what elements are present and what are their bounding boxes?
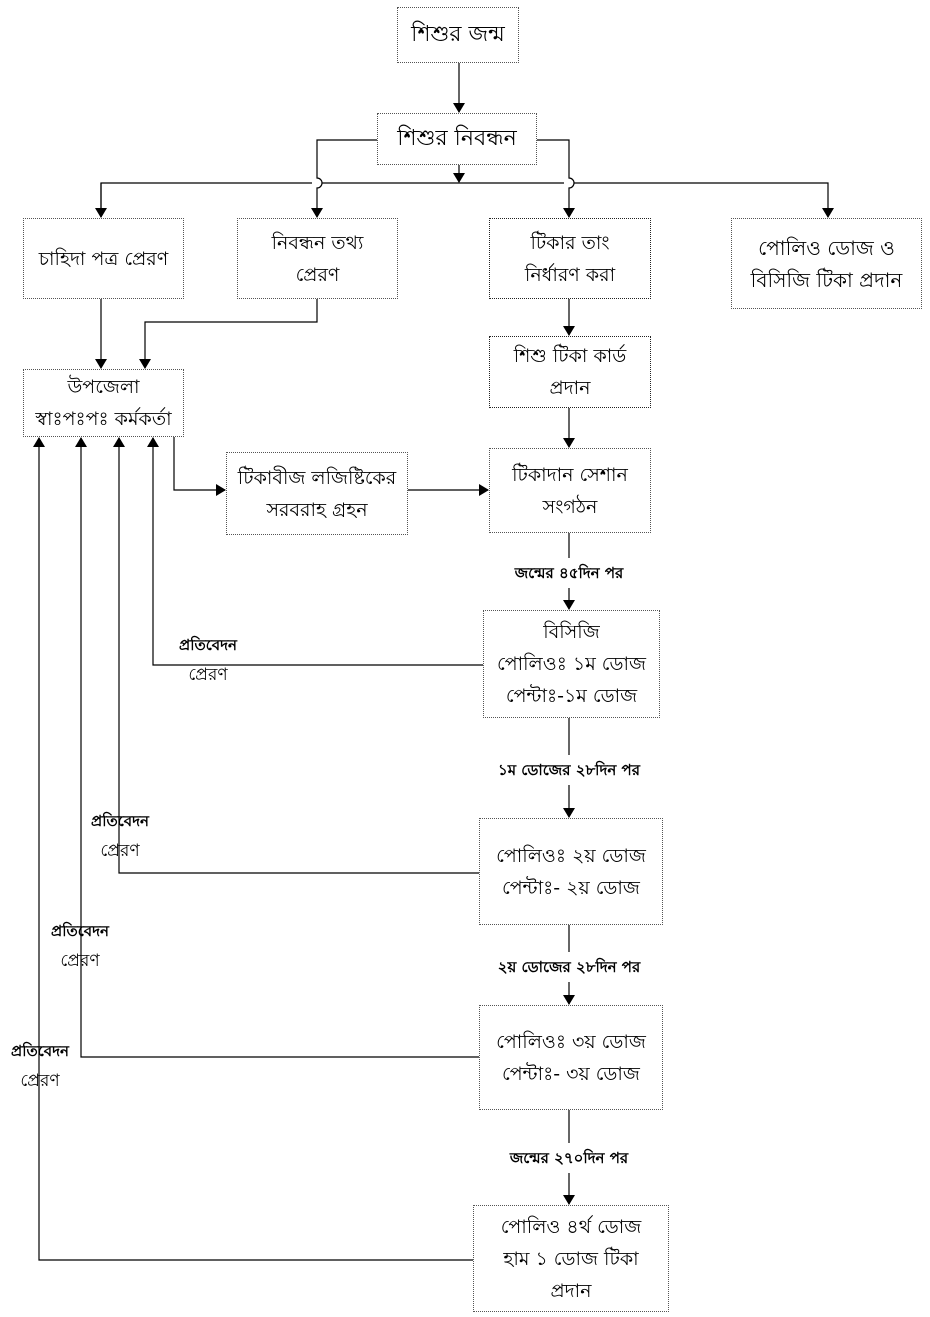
node-text: শিশু টিকা কার্ড: [513, 345, 627, 367]
node-text: পেন্টাঃ- ৩য় ডোজ: [502, 1062, 640, 1085]
node-polio-bcg: পোলিও ডোজ ও বিসিজি টিকা প্রদান: [731, 218, 922, 309]
report-label-text: প্রেরণ: [188, 665, 228, 685]
edge-label-after-dose2: ২য় ডোজের ২৮দিন পর: [474, 952, 664, 982]
node-text: পোলিও ৪র্থ ডোজ: [500, 1215, 642, 1238]
node-text: পেন্টাঃ-১ম ডোজ: [505, 685, 638, 707]
node-reg-info: নিবন্ধন তথ্য প্রেরণ: [237, 218, 398, 299]
node-dose3: পোলিওঃ ৩য় ডোজ পেন্টাঃ- ৩য় ডোজ: [479, 1005, 663, 1110]
node-text: নির্ধারণ করা: [524, 263, 616, 286]
node-text: হাম ১ ডোজ টিকা: [503, 1247, 639, 1270]
node-text: পোলিওঃ ২য় ডোজ: [496, 844, 646, 867]
node-text: টিকার তাং: [530, 231, 610, 254]
node-text: টিকাবীজ লজিষ্টিকের: [237, 466, 397, 489]
node-text: পোলিও ডোজ ও: [758, 235, 895, 260]
node-birth: শিশুর জন্ম: [397, 7, 519, 63]
node-text: পোলিওঃ ১ম ডোজ: [497, 653, 646, 675]
node-text: চাহিদা পত্র প্রেরণ: [38, 247, 169, 270]
report-label-text: প্রতিবেদন: [11, 1042, 69, 1060]
node-text: পেন্টাঃ- ২য় ডোজ: [502, 876, 640, 899]
node-text: উপজেলা: [67, 376, 140, 398]
node-text: সরবরাহ গ্রহন: [266, 498, 368, 521]
node-text: প্রদান: [550, 1279, 592, 1302]
report-label-text: প্রতিবেদন: [179, 636, 237, 654]
node-text: নিবন্ধন তথ্য: [271, 232, 364, 254]
report-label-1: প্রতিবেদন প্রেরণ: [168, 630, 248, 690]
edge-label-after-dose1: ১ম ডোজের ২৮দিন পর: [474, 755, 664, 785]
node-dose2: পোলিওঃ ২য় ডোজ পেন্টাঃ- ২য় ডোজ: [479, 818, 663, 925]
node-session: টিকাদান সেশান সংগঠন: [489, 448, 651, 533]
node-dose1: বিসিজি পোলিওঃ ১ম ডোজ পেন্টাঃ-১ম ডোজ: [483, 610, 660, 718]
node-demand-letter: চাহিদা পত্র প্রেরণ: [23, 218, 184, 299]
edge-label-after45: জন্মের ৪৫দিন পর: [494, 558, 644, 588]
node-text: সংগঠন: [542, 495, 598, 518]
report-label-text: প্রেরণ: [100, 841, 140, 861]
node-text: স্বাঃপঃপঃ কর্মকর্তা: [35, 408, 172, 430]
report-label-2: প্রতিবেদন প্রেরণ: [80, 806, 160, 866]
node-logistics: টিকাবীজ লজিষ্টিকের সরবরাহ গ্রহন: [226, 452, 408, 535]
report-label-text: প্রেরণ: [60, 951, 100, 971]
node-text: প্রদান: [549, 377, 591, 399]
edge-label-after270: জন্মের ২৭০দিন পর: [489, 1143, 649, 1173]
report-label-text: প্রতিবেদন: [51, 922, 109, 940]
report-label-text: প্রেরণ: [20, 1071, 60, 1091]
node-text: বিসিজি: [543, 621, 600, 643]
report-label-3: প্রতিবেদন প্রেরণ: [40, 916, 120, 976]
node-text: শিশুর জন্ম: [411, 22, 505, 47]
node-text: প্রেরণ: [295, 264, 340, 286]
node-upazila-officer: উপজেলা স্বাঃপঃপঃ কর্মকর্তা: [23, 369, 184, 437]
node-text: শিশুর নিবন্ধন: [397, 126, 517, 151]
node-text: পোলিওঃ ৩য় ডোজ: [496, 1030, 646, 1053]
report-label-text: প্রতিবেদন: [91, 812, 149, 830]
node-set-date: টিকার তাং নির্ধারণ করা: [489, 218, 651, 299]
node-dose4: পোলিও ৪র্থ ডোজ হাম ১ ডোজ টিকা প্রদান: [473, 1205, 669, 1312]
node-registration: শিশুর নিবন্ধন: [377, 113, 537, 165]
node-text: বিসিজি টিকা প্রদান: [750, 267, 903, 292]
report-label-4: প্রতিবেদন প্রেরণ: [0, 1036, 80, 1096]
node-card: শিশু টিকা কার্ড প্রদান: [489, 336, 651, 408]
node-text: টিকাদান সেশান: [512, 463, 628, 486]
